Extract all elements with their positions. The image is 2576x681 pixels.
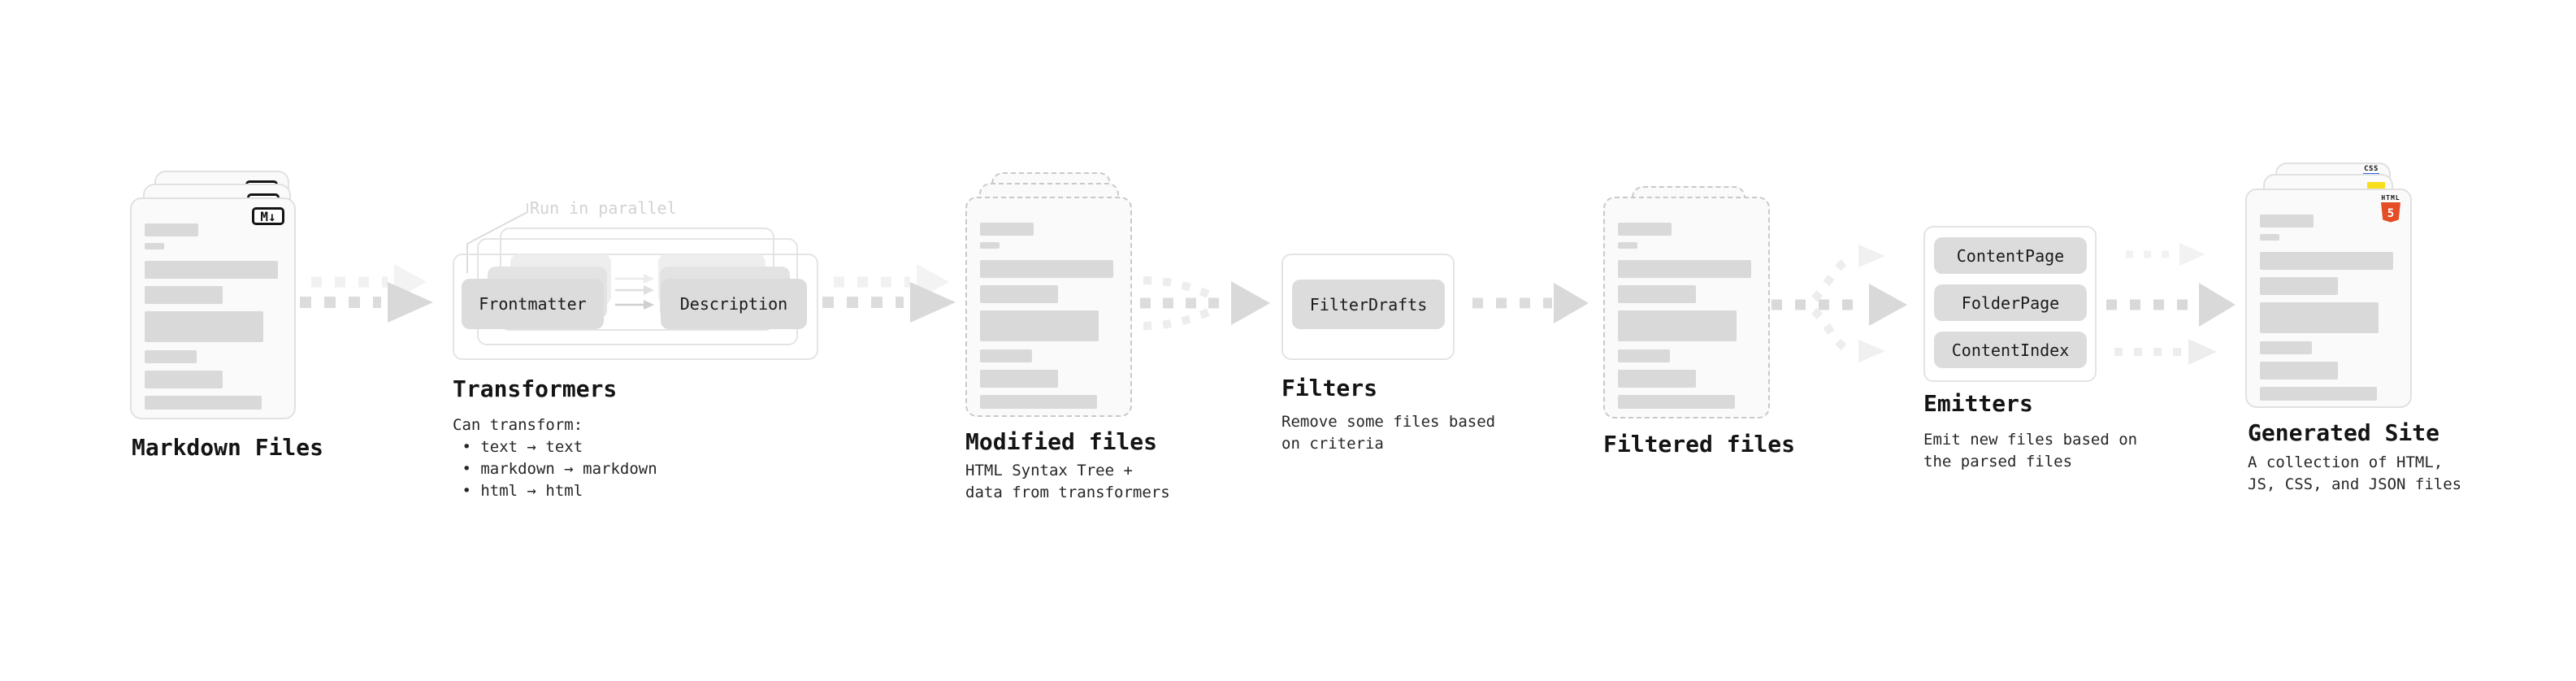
document-text-skeleton	[1618, 223, 1751, 409]
filterdrafts-node: FilterDrafts	[1292, 280, 1445, 329]
generated-html-file-card: HTML 5	[2245, 189, 2412, 408]
transformers-description: Can transform: • text → text • markdown …	[453, 416, 657, 500]
modified-files-description: HTML Syntax Tree + data from transformer…	[965, 462, 1170, 501]
contentindex-node: ContentIndex	[1934, 332, 2087, 368]
contentpage-node: ContentPage	[1934, 237, 2087, 274]
document-text-skeleton	[145, 223, 278, 410]
markdown-file-card-front: M↓	[130, 197, 296, 419]
arrow-filtered-to-emitters-diverging	[1772, 245, 1907, 362]
filtered-files-title: Filtered files	[1603, 431, 1796, 458]
document-text-skeleton	[980, 223, 1113, 409]
transformer-flow-arrows-icon	[615, 274, 654, 310]
arrows-emitters-to-generated	[2106, 243, 2236, 365]
modified-file-card-front	[965, 197, 1132, 417]
js-file-badge-icon	[2367, 182, 2385, 190]
arrow-markdown-to-transformers	[300, 264, 433, 323]
filters-description: Remove some files based on criteria	[1281, 413, 1496, 453]
filters-panel	[1281, 254, 1455, 360]
emitters-title: Emitters	[1923, 390, 2033, 417]
frontmatter-node: Frontmatter	[462, 279, 604, 329]
arrow-modified-to-filters-converging	[1140, 276, 1270, 330]
description-node: Description	[661, 279, 807, 329]
callout-bracket-line	[466, 203, 528, 273]
svg-text:5: 5	[2387, 207, 2394, 220]
run-in-parallel-callout: Run in parallel	[530, 198, 677, 218]
document-text-skeleton	[2260, 215, 2393, 401]
transformers-title: Transformers	[453, 375, 618, 402]
filtered-file-card-front	[1603, 197, 1770, 419]
arrow-filters-to-filtered	[1472, 283, 1589, 323]
arrow-transformers-to-modified	[822, 264, 956, 323]
markdown-logo-icon: M↓	[252, 207, 284, 225]
modified-files-title: Modified files	[965, 428, 1158, 455]
html5-logo-icon: HTML 5	[2379, 194, 2402, 223]
emitters-panel	[1923, 226, 2097, 382]
generated-site-description: A collection of HTML, JS, CSS, and JSON …	[2248, 453, 2462, 493]
folderpage-node: FolderPage	[1934, 284, 2087, 321]
emitters-description: Emit new files based on the parsed files	[1923, 431, 2138, 471]
generated-site-title: Generated Site	[2248, 419, 2440, 446]
markdown-files-title: Markdown Files	[132, 434, 324, 461]
filters-title: Filters	[1281, 375, 1378, 401]
transformer-panel-front	[453, 254, 818, 360]
